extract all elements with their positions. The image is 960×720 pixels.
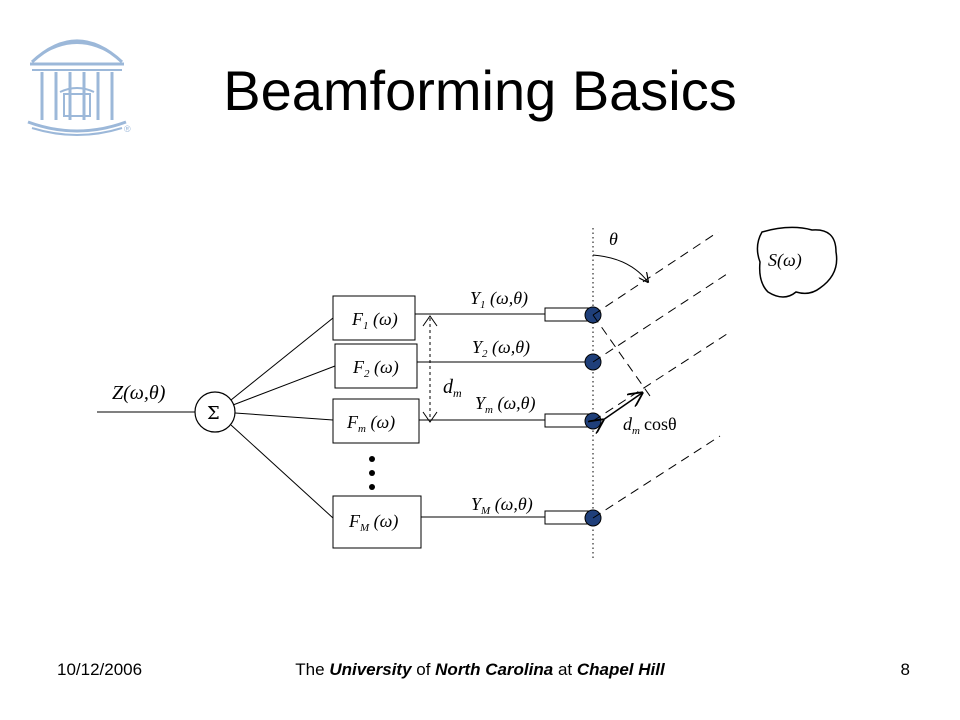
mic-signal-label-1: Y1 (ω,θ)	[470, 288, 528, 311]
connector-line	[234, 412, 334, 421]
footer-emphasis: North Carolina	[435, 660, 554, 679]
footer-text: The	[295, 660, 330, 679]
mic-signal-label-2: Y2 (ω,θ)	[472, 337, 530, 360]
mic-signal-label-m: Ym (ω,θ)	[475, 393, 536, 416]
wave-ray	[592, 231, 719, 316]
footer-date: 10/12/2006	[57, 660, 143, 679]
connector-line	[230, 424, 334, 519]
filter-box-2	[334, 343, 418, 389]
angle-arc	[592, 254, 648, 282]
angle-label: θ	[609, 229, 618, 249]
filter-box-m	[332, 398, 420, 444]
old-well-logo: ®	[27, 39, 131, 136]
output-label: Z(ω,θ)	[112, 382, 166, 404]
footer-institution: The University of North Carolina at Chap…	[0, 660, 960, 680]
summation-node	[194, 391, 236, 433]
footer-emphasis: Chapel Hill	[576, 660, 665, 679]
filter-label-1: F1 (ω)	[351, 309, 398, 332]
old-well-icon	[27, 39, 127, 136]
mic-signal-label-M: YM (ω,θ)	[471, 494, 533, 517]
filter-label-m: Fm (ω)	[346, 412, 395, 435]
path-diff-arrow	[603, 393, 642, 420]
footer-text: of	[411, 660, 436, 679]
connector-line	[230, 317, 334, 401]
slide-title: Beamforming Basics	[223, 59, 737, 122]
filter-label-2: F2 (ω)	[352, 357, 399, 380]
source-blob	[756, 226, 838, 298]
wave-ray	[592, 435, 721, 519]
spacing-label: dm	[443, 376, 462, 400]
source-label: S(ω)	[768, 250, 802, 271]
filter-box-1	[332, 295, 416, 341]
filter-label-M: FM (ω)	[348, 511, 398, 534]
registered-mark: ®	[124, 124, 131, 134]
wave-ray	[592, 331, 731, 422]
wavefront-line	[592, 314, 651, 397]
ellipsis-dot	[369, 484, 375, 490]
page-number: 8	[900, 660, 910, 679]
summation-symbol: Σ	[207, 403, 220, 424]
wave-ray	[592, 271, 731, 363]
connector-line	[232, 365, 336, 406]
filter-box-M	[332, 495, 422, 549]
footer-text: at	[553, 660, 577, 679]
ellipsis-dot	[369, 470, 375, 476]
ellipsis-dot	[369, 456, 375, 462]
footer-emphasis: University	[329, 660, 412, 679]
